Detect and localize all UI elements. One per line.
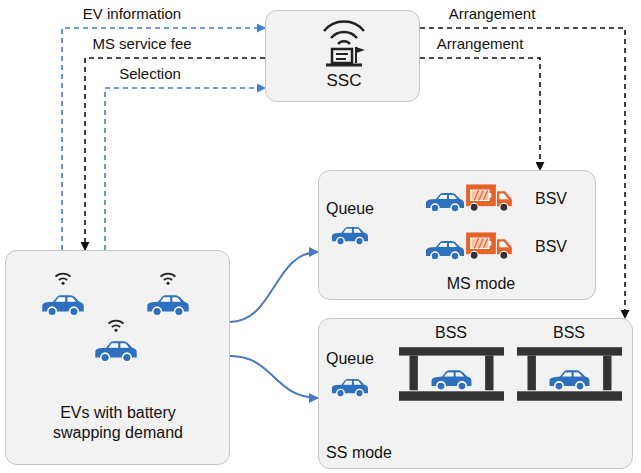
flow-arrow bbox=[230, 356, 318, 398]
edge-label: Arrangement bbox=[447, 5, 538, 23]
node-caption: EVs with battery swapping demand bbox=[28, 403, 208, 443]
vehicle-label: BSV bbox=[535, 237, 567, 257]
dashed-message-arrow bbox=[105, 88, 265, 250]
edge-label: Selection bbox=[117, 65, 183, 83]
dashed-message-arrow bbox=[85, 58, 265, 250]
edge-label: EV information bbox=[81, 5, 183, 23]
mode-label: MS mode bbox=[447, 274, 515, 294]
mode-label: SS mode bbox=[326, 443, 392, 463]
queue-label: Queue bbox=[326, 199, 374, 219]
station-label: BSS bbox=[553, 323, 585, 343]
station-label: BSS bbox=[435, 323, 467, 343]
dashed-message-arrow bbox=[62, 28, 265, 250]
ss-mode-box: Queue BSS BSS SS mode bbox=[318, 318, 633, 469]
flow-arrow bbox=[230, 252, 318, 322]
ms-mode-box: QueueBSVBSVMS mode bbox=[318, 170, 596, 300]
edge-label: Arrangement bbox=[435, 35, 526, 53]
node-title: SSC bbox=[327, 70, 362, 91]
ev-group-box: EVs with battery swapping demand bbox=[5, 250, 230, 465]
dashed-message-arrow bbox=[420, 58, 540, 170]
control-center-box: SSC bbox=[265, 10, 420, 102]
edge-label: MS service fee bbox=[90, 35, 193, 53]
vehicle-label: BSV bbox=[535, 189, 567, 209]
queue-label: Queue bbox=[326, 349, 374, 369]
